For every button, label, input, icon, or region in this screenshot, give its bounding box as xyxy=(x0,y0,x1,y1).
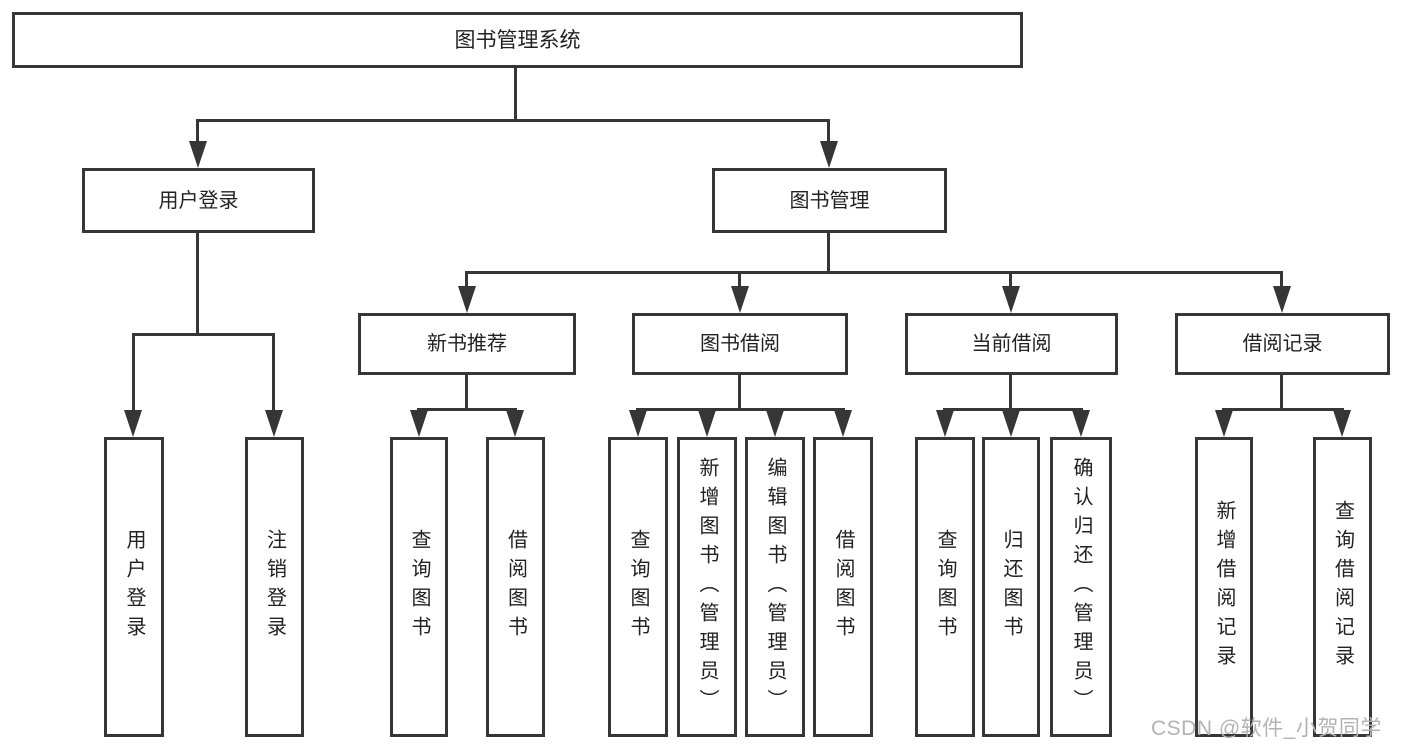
connector-line xyxy=(738,375,741,408)
leaf-node-return-books: 归还图书 xyxy=(982,437,1040,737)
connector-line xyxy=(1222,408,1344,411)
connector-line xyxy=(514,68,517,119)
connector-line xyxy=(738,271,741,290)
connector-line xyxy=(196,119,199,145)
leaf-node-borrow-books-2: 借阅图书 xyxy=(813,437,873,737)
arrowhead-down-icon xyxy=(834,410,852,437)
leaf-node-add-books-admin: 新增图书（管理员） xyxy=(677,437,737,737)
connector-line xyxy=(465,375,468,408)
arrowhead-down-icon xyxy=(189,141,207,168)
leaf-node-logout: 注销登录 xyxy=(245,437,304,737)
arrowhead-down-icon xyxy=(820,141,838,168)
connector-line xyxy=(417,408,517,411)
management-branch-node: 图书管理 xyxy=(712,168,947,233)
section-node-book-borrow: 图书借阅 xyxy=(632,313,848,375)
section-node-new-books: 新书推荐 xyxy=(358,313,576,375)
arrowhead-down-icon xyxy=(1273,286,1291,313)
connector-line xyxy=(1009,271,1012,290)
arrowhead-down-icon xyxy=(458,286,476,313)
arrowhead-down-icon xyxy=(731,286,749,313)
leaf-node-edit-books-admin: 编辑图书（管理员） xyxy=(745,437,805,737)
connector-line xyxy=(1009,375,1012,408)
arrowhead-down-icon xyxy=(1002,286,1020,313)
arrowhead-down-icon xyxy=(1072,410,1090,437)
leaf-node-query-books-1: 查询图书 xyxy=(390,437,448,737)
connector-line xyxy=(636,408,845,411)
connector-line xyxy=(465,271,468,290)
leaf-node-confirm-return-admin: 确认归还（管理员） xyxy=(1050,437,1112,737)
leaf-node-user-login: 用户登录 xyxy=(104,437,164,737)
watermark: CSDN @软件_小贺同学 xyxy=(1151,717,1382,740)
connector-line xyxy=(196,233,199,333)
connector-line xyxy=(272,333,275,412)
connector-line xyxy=(1280,375,1283,408)
arrowhead-down-icon xyxy=(1215,410,1233,437)
root-node: 图书管理系统 xyxy=(12,12,1023,68)
connector-line xyxy=(132,333,275,336)
arrowhead-down-icon xyxy=(265,410,283,437)
connector-line xyxy=(196,119,830,122)
section-node-current-borrow: 当前借阅 xyxy=(905,313,1118,375)
leaf-node-add-borrow-record: 新增借阅记录 xyxy=(1195,437,1253,737)
connector-line xyxy=(943,408,1083,411)
arrowhead-down-icon xyxy=(629,410,647,437)
connector-line xyxy=(827,233,830,271)
connector-line xyxy=(132,333,135,412)
leaf-node-query-books-2: 查询图书 xyxy=(608,437,668,737)
arrowhead-down-icon xyxy=(506,410,524,437)
connector-line xyxy=(1280,271,1283,290)
section-node-borrow-records: 借阅记录 xyxy=(1175,313,1390,375)
arrowhead-down-icon xyxy=(698,410,716,437)
arrowhead-down-icon xyxy=(1002,410,1020,437)
arrowhead-down-icon xyxy=(124,410,142,437)
connector-line xyxy=(827,119,830,145)
leaf-node-query-books-3: 查询图书 xyxy=(915,437,975,737)
leaf-node-query-borrow-record: 查询借阅记录 xyxy=(1313,437,1372,737)
arrowhead-down-icon xyxy=(410,410,428,437)
arrowhead-down-icon xyxy=(1333,410,1351,437)
arrowhead-down-icon xyxy=(936,410,954,437)
leaf-node-borrow-books-1: 借阅图书 xyxy=(486,437,545,737)
arrowhead-down-icon xyxy=(766,410,784,437)
login-branch-node: 用户登录 xyxy=(82,168,315,233)
connector-line xyxy=(465,271,1283,274)
